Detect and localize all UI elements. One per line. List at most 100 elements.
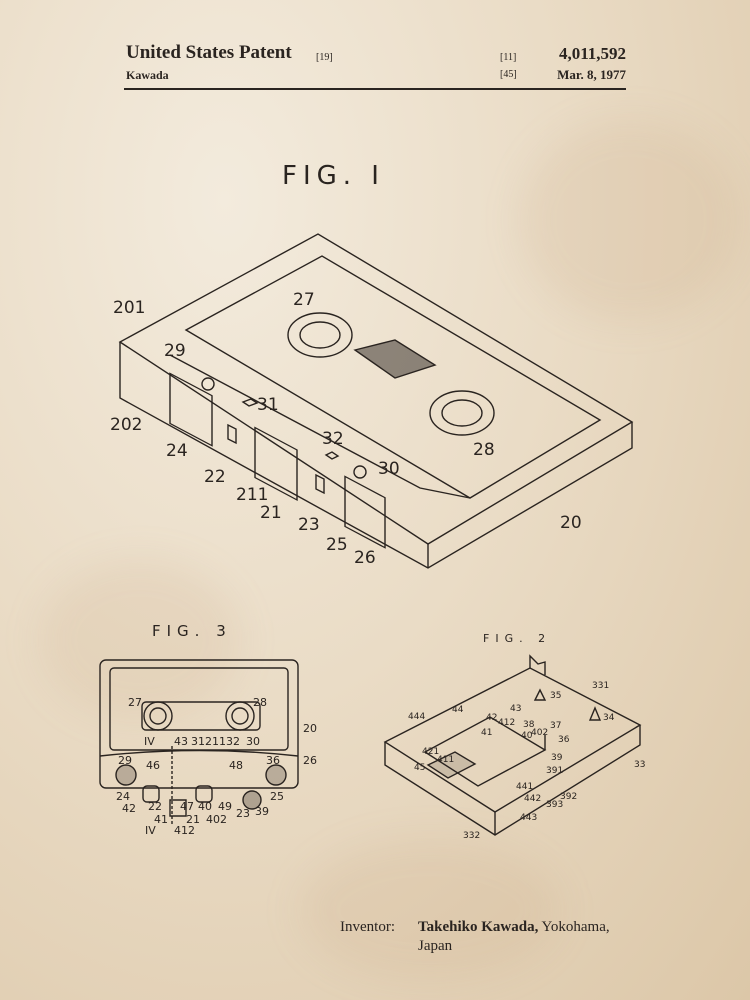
fig2-label: 421 — [422, 747, 439, 757]
patent-number: 4,011,592 — [558, 44, 626, 63]
fig1-label: 24 — [166, 441, 188, 461]
fig3-drawing: FIG. 3 27 28 20 IV 43 31 211 32 30 29 46… — [99, 622, 317, 837]
opening-25 — [344, 475, 386, 549]
paper-stain — [520, 120, 740, 320]
header-title-code: [19] — [316, 52, 333, 63]
cassette-top-face — [118, 233, 634, 545]
fig2-label: 391 — [546, 766, 563, 776]
fig3-label: 36 — [266, 754, 280, 767]
patent-date: Mar. 8, 1977 — [557, 67, 626, 82]
fig2-label: 412 — [498, 718, 515, 728]
fig3-label: 412 — [174, 824, 195, 837]
fig2-title: FIG. 2 — [483, 632, 551, 645]
fig1-label: 31 — [257, 395, 279, 415]
fig3-label: 23 — [236, 807, 250, 820]
paper-stain — [40, 560, 240, 720]
fig1-label: 21 — [260, 503, 282, 523]
fig1-label: 29 — [164, 341, 186, 361]
header-number-code: [11] — [500, 52, 517, 63]
tape-window — [353, 339, 437, 379]
fig1-label: 23 — [298, 515, 320, 535]
fig3-label: 43 — [174, 735, 188, 748]
fig3-label: 40 — [198, 800, 212, 813]
fig3-label: IV — [145, 824, 156, 837]
fig3-label: 42 — [122, 802, 136, 815]
fig3-label: 211 — [205, 735, 226, 748]
fig2-label: 38 — [523, 720, 535, 730]
fig2-label: 45 — [414, 763, 425, 773]
fig3-label: 26 — [303, 754, 317, 767]
inventor-info: Takehiko Kawada, Yokohama, Japan — [418, 918, 610, 956]
fig3-label: 39 — [255, 805, 269, 818]
fig2-label: 39 — [551, 753, 563, 763]
fig3-label: 28 — [253, 696, 267, 709]
fig2-drawing: FIG. 2 331 35 34 444 44 43 42 38 412 41 … — [383, 632, 645, 841]
fig1-title: FIG. I — [282, 161, 385, 191]
tray-wall — [384, 725, 641, 836]
fig1-label: 30 — [378, 459, 400, 479]
fig2-label: 35 — [550, 691, 561, 701]
fig3-label: 41 — [154, 813, 168, 826]
opening-24 — [169, 372, 213, 447]
header-inventor: Kawada — [126, 68, 169, 82]
reel-hub-27 — [287, 312, 353, 358]
fig1-label: 27 — [293, 290, 315, 310]
fig3-label: 30 — [246, 735, 260, 748]
inventor-city: Yokohama, — [541, 919, 610, 935]
fig3-label: 402 — [206, 813, 227, 826]
fig3-label: 27 — [128, 696, 142, 709]
inventor-country: Japan — [418, 938, 453, 954]
fig2-label: 37 — [550, 721, 561, 731]
fig1-label: 26 — [354, 548, 376, 568]
fig3-label: 48 — [229, 759, 243, 772]
cassette-front-outline — [99, 659, 299, 789]
fig1-label: 202 — [110, 415, 142, 435]
inventor-name: Takehiko Kawada, — [418, 919, 539, 935]
fig2-label: 444 — [408, 712, 425, 722]
fig2-label: 34 — [603, 713, 615, 723]
fig3-label: 22 — [148, 800, 162, 813]
fig2-label: 332 — [463, 831, 480, 841]
fig1-drawing: FIG. I 201 202 29 31 24 22 211 21 32 23 … — [110, 161, 634, 569]
header-date-code: [45] — [500, 69, 517, 80]
header-rule — [124, 88, 626, 90]
fig2-label: 41 — [481, 728, 492, 738]
fig3-label: 46 — [146, 759, 160, 772]
fig2-label: 441 — [516, 782, 533, 792]
fig1-label: 20 — [560, 513, 582, 533]
fig2-label: 331 — [592, 681, 609, 691]
fig1-label: 201 — [113, 298, 145, 318]
fig2-label: 43 — [510, 704, 521, 714]
fig3-label: 21 — [186, 813, 200, 826]
cassette-label-area — [184, 255, 602, 499]
opening-21 — [254, 426, 298, 501]
fig3-label: 47 — [180, 800, 194, 813]
fig2-label: 36 — [558, 735, 570, 745]
fig3-label: 25 — [270, 790, 284, 803]
fig1-label: 22 — [204, 467, 226, 487]
fig1-label: 28 — [473, 440, 495, 460]
fig2-label: 393 — [546, 800, 563, 810]
header-title: United States Patent — [126, 42, 292, 63]
paper-stain — [300, 840, 560, 980]
fig3-label: 20 — [303, 722, 317, 735]
inventor-label: Inventor: — [340, 919, 395, 935]
fig2-label: 411 — [437, 755, 454, 765]
fig1-label: 25 — [326, 535, 348, 555]
fig3-label: 49 — [218, 800, 232, 813]
fig2-label: 33 — [634, 760, 645, 770]
fig2-label: 402 — [531, 728, 548, 738]
fig2-label: 40 — [521, 731, 533, 741]
fig3-label: 31 — [191, 735, 205, 748]
fig3-label: 29 — [118, 754, 132, 767]
part-45 — [426, 751, 477, 779]
fig3-label: IV — [144, 735, 155, 748]
fig2-label: 392 — [560, 792, 577, 802]
fig2-label: 442 — [524, 794, 541, 804]
fig3-label: 32 — [226, 735, 240, 748]
fig3-title: FIG. 3 — [152, 622, 232, 640]
fig3-label: 24 — [116, 790, 130, 803]
fig2-label: 443 — [520, 813, 537, 823]
fig1-label: 211 — [236, 485, 268, 505]
